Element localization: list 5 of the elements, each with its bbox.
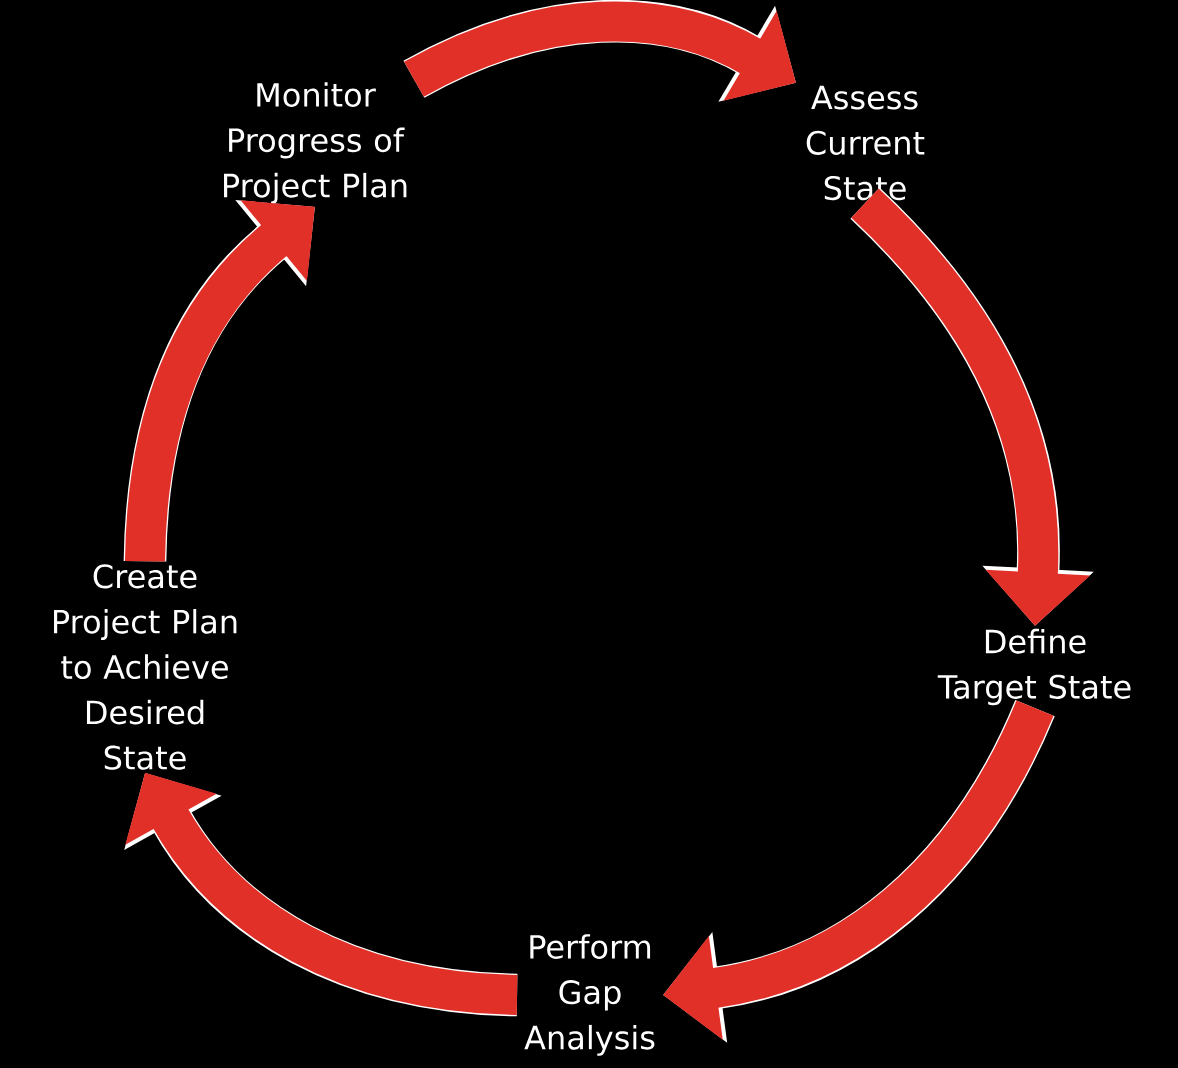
- step-label: Perform Gap Analysis: [524, 934, 655, 1056]
- step-label: Create Project Plan to Achieve Desired State: [54, 564, 237, 770]
- step-label: Define Target State: [937, 628, 1131, 706]
- curved-block-arrow: [123, 200, 315, 563]
- step-label: Monitor Progress of Project Plan: [224, 82, 407, 204]
